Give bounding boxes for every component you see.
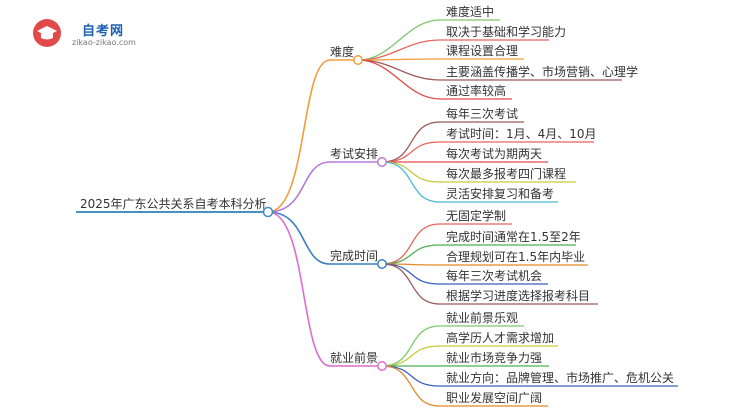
branch-connector xyxy=(267,211,331,367)
leaf-label: 通过率较高 xyxy=(446,83,506,98)
leaf-label: 完成时间通常在1.5至2年 xyxy=(446,229,581,244)
branch-label: 考试安排 xyxy=(330,146,378,161)
root-topic-label: 2025年广东公共关系自考本科分析 xyxy=(80,197,267,211)
leaf-label: 每次考试为期两天 xyxy=(446,146,542,161)
leaf-label: 取决于基础和学习能力 xyxy=(446,24,566,39)
leaf-label: 无固定学制 xyxy=(446,208,506,223)
branch-2: 考试安排 每年三次考试考试时间：1月、4月、10月每次考试为期两天每次最多报考四门… xyxy=(267,106,597,213)
branch-4: 就业前景 就业前景乐观高学历人才需求增加就业市场竞争力强就业方向：品牌管理、市场推… xyxy=(267,211,678,407)
branch-node[interactable] xyxy=(377,259,387,269)
leaf-connector xyxy=(381,345,441,367)
branch-1: 难度 难度适中取决于基础和学习能力课程设置合理主要涵盖传播学、市场营销、心理学通过… xyxy=(267,4,638,213)
leaf-label: 职业发展空间广阔 xyxy=(446,390,542,405)
leaf-label: 主要涵盖传播学、市场营销、心理学 xyxy=(446,64,638,79)
branch-label: 就业前景 xyxy=(330,350,378,365)
leaf-connector xyxy=(381,325,441,367)
logo-title: 自考网 xyxy=(82,24,125,39)
logo-subtitle: zikao-zikao.com xyxy=(72,38,136,47)
leaf-label: 高学历人才需求增加 xyxy=(446,330,554,345)
leaf-connector xyxy=(381,141,441,163)
branch-connector xyxy=(267,161,331,213)
leaf-label: 合理规划可在1.5年内毕业 xyxy=(446,249,585,264)
branch-label: 难度 xyxy=(330,44,354,59)
leaf-label: 灵活安排复习和备考 xyxy=(446,186,554,201)
leaf-label: 就业市场竞争力强 xyxy=(446,350,542,365)
leaf-label: 每年三次考试机会 xyxy=(446,268,542,283)
leaf-connector xyxy=(381,223,441,265)
branch-node[interactable] xyxy=(353,55,363,65)
leaf-connector xyxy=(381,121,441,163)
leaf-connector xyxy=(381,365,441,407)
site-logo[interactable]: 自考网 zikao-zikao.com xyxy=(32,14,142,54)
branch-node[interactable] xyxy=(377,157,387,167)
leaf-connector xyxy=(357,19,441,61)
leaf-connector xyxy=(381,244,441,265)
leaf-label: 就业方向：品牌管理、市场推广、危机公关 xyxy=(446,370,674,385)
leaf-connector xyxy=(381,161,441,203)
root-node[interactable] xyxy=(262,206,274,218)
leaf-connector xyxy=(357,59,441,81)
leaf-connector xyxy=(381,263,441,305)
leaf-connector xyxy=(357,59,441,100)
leaf-label: 每次最多报考四门课程 xyxy=(446,166,566,181)
branch-connector xyxy=(267,211,331,265)
leaf-label: 考试时间：1月、4月、10月 xyxy=(446,126,597,141)
branch-node[interactable] xyxy=(377,361,387,371)
branch-connector xyxy=(267,59,331,213)
graduation-cap-icon xyxy=(33,19,61,47)
leaf-label: 根据学习进度选择报考科目 xyxy=(446,288,590,303)
leaf-label: 课程设置合理 xyxy=(446,43,518,58)
leaf-connector xyxy=(381,263,441,285)
leaf-label: 就业前景乐观 xyxy=(446,310,518,325)
branch-label: 完成时间 xyxy=(330,248,378,263)
leaf-connector xyxy=(381,365,441,387)
leaf-label: 每年三次考试 xyxy=(446,106,518,121)
branch-3: 完成时间 无固定学制完成时间通常在1.5至2年合理规划可在1.5年内毕业每年三次考… xyxy=(267,208,598,305)
leaf-connector xyxy=(381,161,441,183)
leaf-label: 难度适中 xyxy=(446,4,494,19)
leaf-connector xyxy=(357,39,441,61)
